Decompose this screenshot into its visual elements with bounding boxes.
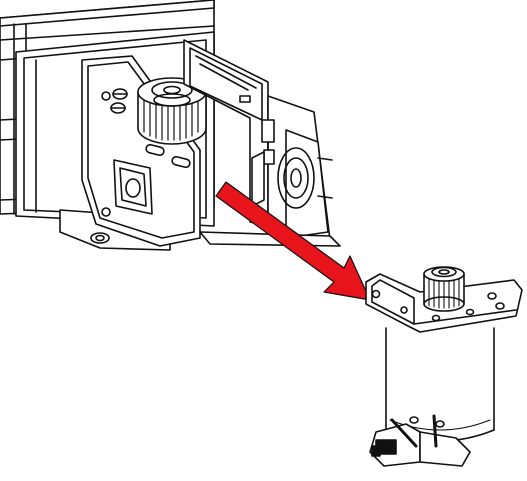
motor-terminal-block xyxy=(369,414,471,467)
mounted-pulley xyxy=(137,77,207,145)
cable-clip xyxy=(251,119,275,207)
set-screws xyxy=(110,88,128,114)
direction-arrow xyxy=(215,181,371,301)
motor-assembly xyxy=(365,266,523,467)
fan-housing xyxy=(199,95,341,247)
mounted-assembly xyxy=(0,0,341,251)
motor-pulley xyxy=(423,266,465,312)
motor-body xyxy=(385,327,495,442)
